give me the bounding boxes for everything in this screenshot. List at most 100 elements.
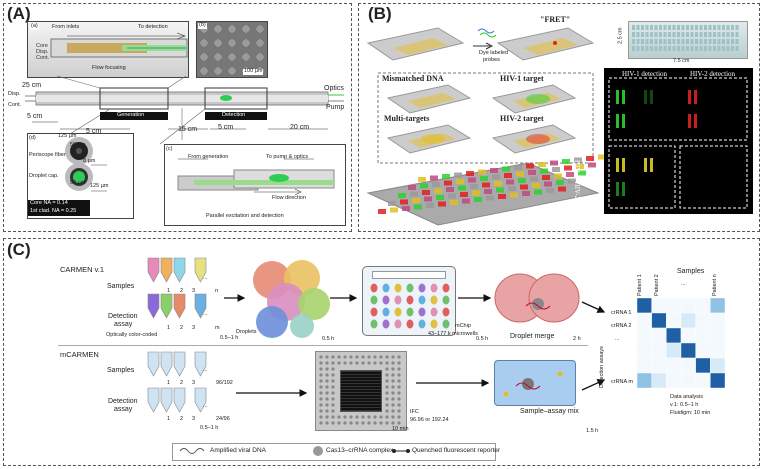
array-spot: [456, 179, 464, 184]
droplet-merge: [494, 273, 580, 323]
array-spot: [518, 178, 526, 183]
slide-well: [713, 39, 716, 44]
array-spot: [388, 201, 396, 206]
slide-well: [632, 46, 635, 51]
heatmap-cell: [680, 297, 696, 314]
ifc-port: [391, 421, 395, 425]
array-spot: [398, 193, 406, 198]
heatmap-cell: [710, 342, 726, 359]
label-crrna-dots: ...: [615, 336, 620, 342]
ifc-port: [379, 415, 383, 419]
mchip-well: [370, 283, 378, 293]
fluor-spot: [694, 90, 697, 104]
label-disp-inlet: Disp.: [8, 91, 21, 97]
slide-well: [650, 32, 653, 37]
label-fluidigm: Fluidigm: 10 min: [670, 410, 711, 416]
tube: [194, 387, 207, 413]
ifc-port: [349, 355, 353, 359]
label-time-2h: 2 h: [573, 336, 581, 342]
label-droplets: Droplets: [236, 329, 257, 335]
array-spot: [448, 193, 456, 199]
array-spot: [408, 185, 416, 190]
label-core-na: Core NA = 0.14: [30, 200, 68, 206]
ifc-port: [331, 421, 335, 425]
array-spot: [446, 187, 454, 192]
slide-well: [726, 39, 730, 44]
ifc-port: [349, 361, 353, 365]
tubes-row-2: [147, 351, 207, 413]
slide-well: [726, 25, 730, 30]
slide-photo-wells: [632, 25, 739, 51]
label-t4-3: 3: [192, 416, 196, 422]
ifc-grid: [319, 355, 401, 425]
array-spot: [424, 196, 432, 202]
slide-well: [677, 32, 680, 37]
inset-b-tag: (b): [198, 22, 207, 29]
heatmap-cell: [680, 342, 696, 359]
array-spot: [522, 191, 530, 196]
slide-well: [672, 46, 676, 51]
fluor-spot: [616, 114, 619, 128]
slide-well: [708, 46, 712, 51]
slide-well: [681, 25, 685, 30]
slide-well: [654, 39, 658, 44]
array-spot: [496, 187, 504, 193]
slide-well: [731, 25, 734, 30]
mchip-well: [418, 307, 426, 317]
label-dye-labeled: Dye labeled: [479, 50, 509, 56]
slide-well: [695, 46, 698, 51]
label-cont-inlet: Cont.: [8, 102, 22, 108]
ifc-port: [361, 361, 365, 365]
array-spot: [434, 188, 442, 194]
mchip-inlet-bar: [372, 271, 446, 279]
ifc-port: [361, 355, 365, 359]
mchip-well: [394, 307, 402, 317]
ifc-port: [355, 415, 359, 419]
tube: [160, 257, 173, 283]
mchip-well: [442, 319, 450, 329]
slide-well: [659, 39, 662, 44]
ifc-port: [397, 409, 401, 413]
chip-hiv2: [491, 124, 577, 154]
slide-well: [713, 25, 716, 30]
fluor-spot: [622, 158, 625, 172]
slide-well: [690, 39, 694, 44]
ifc-port: [397, 403, 401, 407]
ifc-port: [343, 415, 347, 419]
label-t3-2: 2: [180, 380, 184, 386]
chip-hiv1: [491, 84, 577, 114]
ifc-port: [397, 385, 401, 389]
mchip-well: [406, 307, 414, 317]
generation-bar: [100, 112, 168, 120]
tubes-row-1: [147, 257, 207, 319]
slide-well: [731, 46, 734, 51]
slide-well: [654, 25, 658, 30]
ifc-port: [367, 415, 371, 419]
heatmap-cell: [666, 312, 682, 329]
ifc-port: [373, 355, 377, 359]
array-spot: [538, 162, 546, 167]
label-detection-assays: Detection assays: [599, 346, 605, 388]
heatmap-cell: [636, 357, 652, 374]
slide-well: [681, 32, 685, 37]
slide-well: [722, 32, 725, 37]
heatmap-cell: [651, 372, 667, 389]
slide-well: [654, 46, 658, 51]
ifc-port: [349, 421, 353, 425]
ifc-port: [337, 421, 341, 425]
inset-c-tag: (c): [166, 146, 173, 152]
array-spot: [410, 191, 418, 197]
ifc-port: [385, 409, 389, 413]
fluor-spot: [688, 114, 691, 128]
label-mismatched-dna: Mismatched DNA: [382, 74, 444, 83]
label-20cm: 20 cm: [290, 124, 310, 131]
slide-well: [677, 25, 680, 30]
array-spot: [558, 186, 566, 192]
heatmap-cell: [636, 372, 652, 389]
ifc-port: [385, 385, 389, 389]
label-5cm-mid: 5 cm: [218, 124, 234, 131]
label-d-50um: 50 µm: [70, 142, 86, 148]
ifc-port: [349, 415, 353, 419]
legend-icons: [179, 446, 410, 456]
